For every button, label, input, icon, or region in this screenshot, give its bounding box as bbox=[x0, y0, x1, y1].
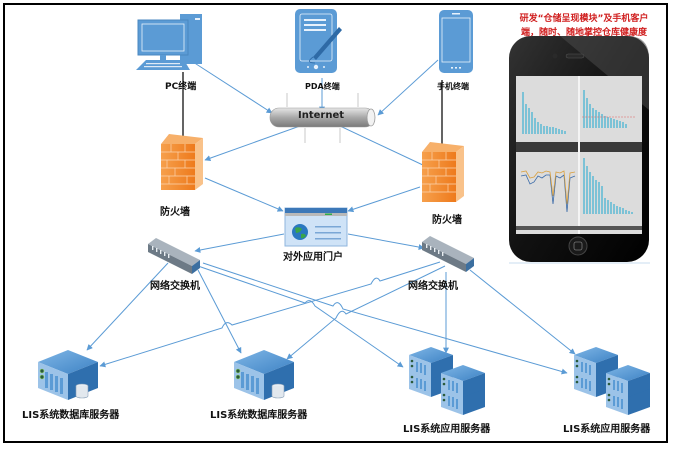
pda-tablet-stylus-icon[interactable] bbox=[295, 9, 342, 73]
link-pc-internet bbox=[192, 61, 273, 114]
mini-line-chart bbox=[520, 170, 576, 213]
network-switch-icon-right[interactable] bbox=[422, 236, 474, 272]
desktop-computer-icon[interactable] bbox=[136, 14, 202, 70]
database-server-icon-1[interactable] bbox=[38, 350, 98, 400]
direct-links bbox=[182, 72, 443, 146]
phone-caption-line-1: 研发“仓储呈现模块”及手机客户 bbox=[519, 14, 649, 24]
link-firewall-left-portal bbox=[204, 177, 284, 212]
mini-bar-chart-1 bbox=[522, 92, 566, 134]
link-swr-app2 bbox=[469, 269, 576, 355]
app-server-1-label: LIS系统应用服务器 bbox=[403, 424, 491, 435]
network-links bbox=[86, 59, 576, 375]
link-swr-db1 bbox=[99, 261, 441, 368]
switch-left-label: 网络交换机 bbox=[150, 281, 200, 292]
firewall-left-label: 防火墙 bbox=[160, 207, 190, 218]
link-firewall-right-portal bbox=[347, 186, 421, 213]
link-internet-firewall-left bbox=[204, 125, 301, 162]
app-server-2-label: LIS系统应用服务器 bbox=[563, 424, 651, 435]
phone-caption-line-2: 端，随时、随地掌控仓库健康度 bbox=[520, 28, 647, 38]
link-mobile-internet bbox=[377, 59, 439, 116]
mobile-terminal-label: 手机终端 bbox=[437, 82, 469, 91]
iphone-dashboard-icon bbox=[509, 36, 650, 264]
network-switch-icon-left[interactable] bbox=[148, 238, 200, 274]
server-cluster-icon-2[interactable] bbox=[574, 347, 650, 415]
firewall-icon-left[interactable] bbox=[161, 134, 203, 190]
switch-right-label: 网络交换机 bbox=[408, 281, 458, 292]
server-cluster-icon-1[interactable] bbox=[409, 347, 485, 415]
mini-bar-chart-3 bbox=[583, 158, 633, 214]
database-server-icon-2[interactable] bbox=[234, 350, 294, 400]
smartphone-icon[interactable] bbox=[439, 10, 473, 73]
link-swl-app2 bbox=[202, 262, 568, 375]
mini-bar-chart-2 bbox=[582, 90, 636, 128]
db-server-2-label: LIS系统数据库服务器 bbox=[210, 410, 308, 421]
link-portal-switch-right bbox=[347, 233, 425, 250]
link-portal-switch-left bbox=[194, 233, 285, 253]
pda-terminal-label: PDA终端 bbox=[305, 82, 340, 91]
firewall-icon-right[interactable] bbox=[422, 142, 464, 202]
pc-terminal-label: PC终端 bbox=[165, 82, 197, 92]
internet-pipe-icon[interactable] bbox=[269, 107, 376, 128]
link-swr-db2 bbox=[286, 265, 446, 360]
web-portal-icon[interactable] bbox=[284, 207, 348, 247]
portal-label: 对外应用门户 bbox=[283, 252, 343, 263]
internet-label: Internet bbox=[298, 110, 345, 121]
db-server-1-label: LIS系统数据库服务器 bbox=[22, 410, 120, 421]
link-swl-db1 bbox=[86, 262, 169, 351]
pipe-ticks bbox=[286, 93, 359, 143]
link-swl-db2 bbox=[197, 269, 242, 354]
firewall-right-label: 防火墙 bbox=[432, 215, 462, 226]
